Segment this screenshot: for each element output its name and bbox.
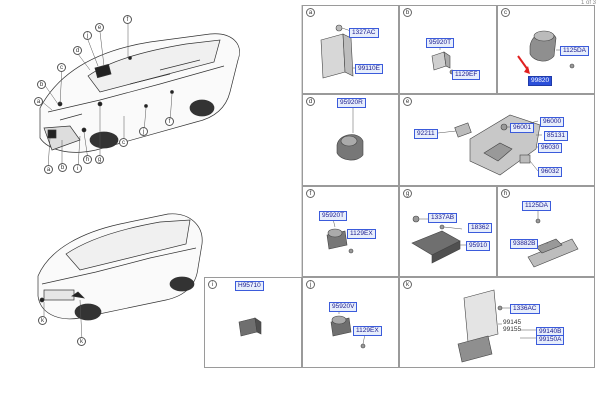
callout-d-top[interactable]: d — [73, 46, 82, 55]
part-number[interactable]: 96030 — [538, 143, 563, 153]
control-unit-icon — [411, 215, 466, 264]
sensor-icon — [330, 310, 366, 349]
rear-vehicle-drawing — [37, 213, 203, 321]
part-number: 99155 — [503, 326, 522, 333]
callout-g-bottom[interactable]: g — [95, 155, 104, 164]
panel-letter: d — [306, 97, 315, 106]
panel-k: k 1336AC 99145 99155 99140B 99150A — [399, 277, 595, 368]
vehicle-overview-illustration — [37, 5, 303, 368]
panel-letter: b — [403, 8, 412, 17]
panel-letter: j — [306, 280, 315, 289]
panel-a: a 1327AC 99110E — [302, 5, 399, 94]
callout-a-bottom[interactable]: a — [44, 165, 53, 174]
panel-letter: k — [403, 280, 412, 289]
panel-g: g 1337AB 18362 95910 — [399, 186, 497, 277]
part-number[interactable]: 18362 — [468, 223, 493, 233]
callout-f-right[interactable]: f — [165, 117, 174, 126]
front-vehicle-drawing — [39, 33, 240, 153]
switch-module-icon — [238, 317, 262, 337]
sensor-icon — [336, 105, 364, 161]
panel-b: b 95920T 1129EF — [399, 5, 497, 94]
panel-letter: g — [403, 189, 412, 198]
part-number-highlighted[interactable]: 99820 — [528, 76, 553, 86]
radar-module-icon — [457, 289, 536, 363]
callout-a-left[interactable]: a — [34, 97, 43, 106]
part-number[interactable]: 1125DA — [522, 201, 552, 211]
panel-c: c 1125DA 99820 — [497, 5, 595, 94]
panel-letter: i — [208, 280, 217, 289]
sensor-bracket-icon — [431, 44, 461, 75]
part-number[interactable]: 93882B — [510, 239, 539, 249]
camera-housing-icon — [437, 114, 542, 176]
callout-k-left[interactable]: k — [38, 316, 47, 325]
callout-b-bottom[interactable]: b — [58, 163, 67, 172]
part-number[interactable]: 1337AB — [428, 213, 458, 223]
callout-j-bottom[interactable]: j — [139, 127, 148, 136]
part-number[interactable]: 1129EX — [347, 229, 376, 239]
part-number[interactable]: 99110E — [355, 64, 383, 74]
part-number[interactable]: 1129EX — [353, 326, 382, 336]
callout-h-bottom[interactable]: h — [83, 155, 92, 164]
panel-j: j 95920V 1129EX — [302, 277, 399, 368]
panel-i: i H95710 — [204, 277, 302, 368]
part-number[interactable]: 96001 — [510, 123, 535, 133]
panel-letter: e — [403, 97, 412, 106]
panel-e: e 96000 96001 92211 85131 96030 96032 — [399, 94, 595, 186]
callout-k-bottom[interactable]: k — [77, 337, 86, 346]
part-number[interactable]: H95710 — [235, 281, 264, 291]
part-number[interactable]: 96000 — [540, 117, 565, 127]
part-number[interactable]: 1336AC — [510, 304, 540, 314]
callout-c-bottom[interactable]: c — [119, 138, 128, 147]
part-number[interactable]: 1129EF — [452, 70, 481, 80]
panel-h: h 1125DA 93882B — [497, 186, 595, 277]
panel-letter: f — [306, 189, 315, 198]
panel-letter: c — [501, 8, 510, 17]
callout-c-top[interactable]: c — [57, 63, 66, 72]
airbag-sensor-icon — [517, 30, 575, 74]
part-number[interactable]: 95920T — [426, 38, 455, 48]
part-number[interactable]: 95920T — [319, 211, 348, 221]
part-number[interactable]: 95910 — [466, 241, 491, 251]
part-number[interactable]: 1327AC — [349, 28, 379, 38]
part-number[interactable]: 99150A — [536, 335, 565, 345]
part-number[interactable]: 95920V — [329, 302, 358, 312]
callout-j-top[interactable]: j — [83, 31, 92, 40]
panel-f: f 95920T 1129EX — [302, 186, 399, 277]
bracket-icon — [527, 209, 579, 268]
part-number: 99145 — [503, 319, 522, 326]
callout-e-top[interactable]: e — [95, 23, 104, 32]
callout-f-top[interactable]: f — [123, 15, 132, 24]
part-number[interactable]: 85131 — [544, 131, 569, 141]
part-number[interactable]: 92211 — [414, 129, 438, 139]
panel-d: d 95920R — [302, 94, 399, 186]
panel-letter: a — [306, 8, 315, 17]
panel-letter: h — [501, 189, 510, 198]
page-indicator: 1 of 3 — [580, 0, 596, 6]
part-number[interactable]: 96032 — [538, 167, 563, 177]
callout-i-bottom[interactable]: i — [73, 164, 82, 173]
part-number[interactable]: 1125DA — [560, 46, 590, 56]
part-number[interactable]: 95920R — [337, 98, 366, 108]
sensor-module-icon — [320, 24, 359, 79]
callout-b-left[interactable]: b — [37, 80, 46, 89]
